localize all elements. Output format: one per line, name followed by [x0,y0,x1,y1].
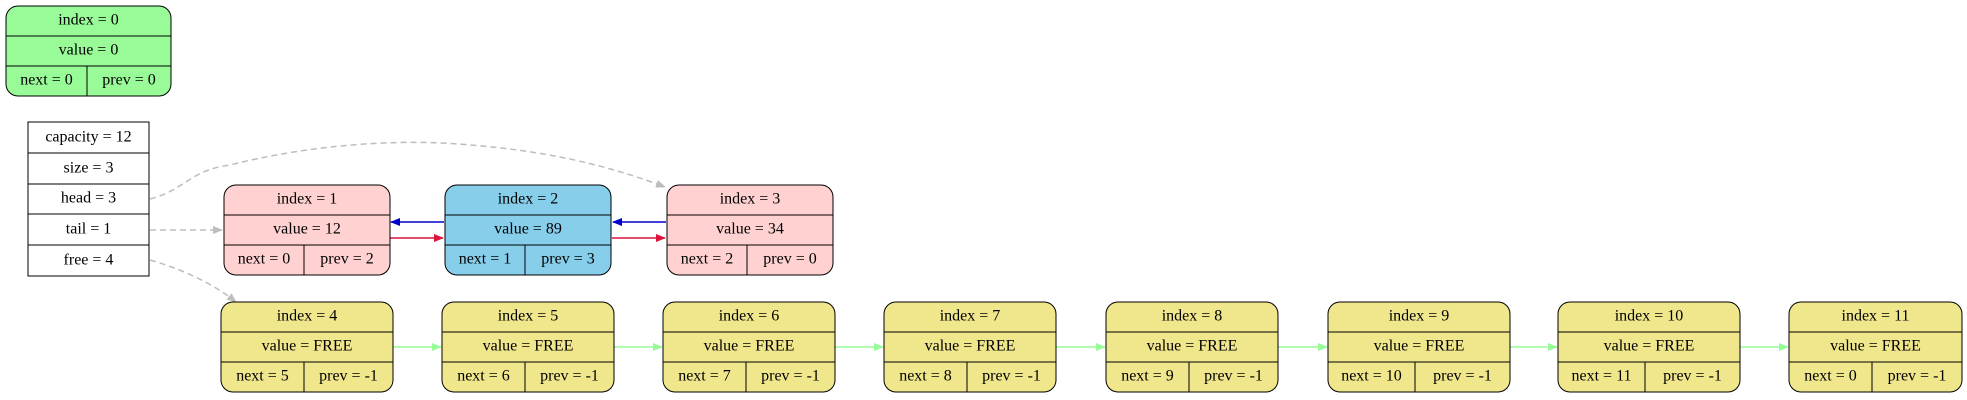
used-node-3-value: value = 34 [716,221,784,238]
used-node-2-prev: prev = 3 [541,251,594,268]
free-node-5-index: index = 5 [498,308,559,325]
used-node-3-prev: prev = 0 [763,251,816,268]
info-size: size = 3 [64,160,114,177]
list-info-table: capacity = 12 size = 3 head = 3 tail = 1… [27,121,150,277]
free-node-4-next: next = 5 [236,368,289,385]
free-node-7-prev: prev = -1 [982,368,1041,385]
free-node-9-prev: prev = -1 [1433,368,1492,385]
used-node-2: index = 2 value = 89 next = 1 prev = 3 [444,184,612,276]
free-node-5-next: next = 6 [457,368,510,385]
sentinel-index: index = 0 [58,12,119,29]
used-node-1-value: value = 12 [273,221,341,238]
used-node-1-prev: prev = 2 [320,251,373,268]
free-node-5-value: value = FREE [483,338,574,355]
free-node-11-prev: prev = -1 [1888,368,1947,385]
used-node-2-index: index = 2 [498,191,559,208]
free-node-9: index = 9 value = FREE next = 10 prev = -1 [1327,301,1511,393]
free-node-9-next: next = 10 [1341,368,1402,385]
free-node-6: index = 6 value = FREE next = 7 prev = -1 [662,301,836,393]
free-node-9-value: value = FREE [1374,338,1465,355]
free-node-8: index = 8 value = FREE next = 9 prev = -1 [1105,301,1279,393]
free-node-7-value: value = FREE [925,338,1016,355]
free-node-11-next: next = 0 [1804,368,1857,385]
free-node-10-next: next = 11 [1572,368,1632,385]
info-head: head = 3 [61,190,116,207]
sentinel-value: value = 0 [59,42,119,59]
used-node-3: index = 3 value = 34 next = 2 prev = 0 [666,184,834,276]
free-node-5: index = 5 value = FREE next = 6 prev = -1 [441,301,615,393]
free-node-7-index: index = 7 [940,308,1001,325]
used-node-2-value: value = 89 [494,221,562,238]
sentinel-prev: prev = 0 [102,72,155,89]
used-node-3-index: index = 3 [720,191,781,208]
info-free: free = 4 [64,252,114,269]
used-node-1-index: index = 1 [277,191,338,208]
free-node-8-index: index = 8 [1162,308,1223,325]
head-pointer-edge [149,141,666,200]
free-pointer-edge [149,259,237,303]
free-node-6-next: next = 7 [678,368,731,385]
free-node-6-prev: prev = -1 [761,368,820,385]
free-node-6-index: index = 6 [719,308,780,325]
free-node-7: index = 7 value = FREE next = 8 prev = -1 [883,301,1057,393]
free-node-8-next: next = 9 [1121,368,1174,385]
free-node-10-value: value = FREE [1604,338,1695,355]
sentinel-node: index = 0 value = 0 next = 0 prev = 0 [5,5,172,97]
info-tail: tail = 1 [66,221,111,238]
used-node-3-next: next = 2 [681,251,734,268]
free-node-11-index: index = 11 [1842,308,1910,325]
used-node-2-next: next = 1 [459,251,512,268]
free-node-4-prev: prev = -1 [319,368,378,385]
free-node-6-value: value = FREE [704,338,795,355]
used-node-1-next: next = 0 [238,251,291,268]
free-node-5-prev: prev = -1 [540,368,599,385]
free-node-8-prev: prev = -1 [1204,368,1263,385]
sentinel-next: next = 0 [20,72,73,89]
free-node-4: index = 4 value = FREE next = 5 prev = -1 [220,301,394,393]
used-node-1: index = 1 value = 12 next = 0 prev = 2 [223,184,391,276]
free-node-10: index = 10 value = FREE next = 11 prev = -1 [1557,301,1741,393]
free-node-9-index: index = 9 [1389,308,1450,325]
free-node-11-value: value = FREE [1830,338,1921,355]
free-node-4-index: index = 4 [277,308,338,325]
free-node-8-value: value = FREE [1147,338,1238,355]
free-node-10-prev: prev = -1 [1663,368,1722,385]
free-node-4-value: value = FREE [262,338,353,355]
info-capacity: capacity = 12 [45,129,131,146]
free-node-10-index: index = 10 [1615,308,1684,325]
free-node-7-next: next = 8 [899,368,952,385]
edges [149,141,1789,351]
free-node-11: index = 11 value = FREE next = 0 prev = -1 [1788,301,1963,393]
